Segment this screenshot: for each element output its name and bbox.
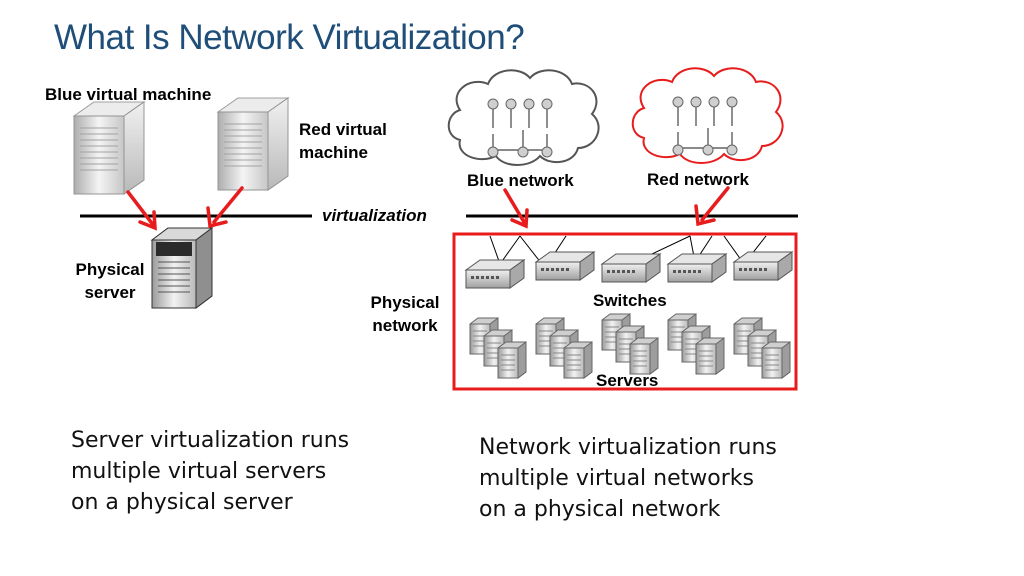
servers-label: Servers [596,371,659,390]
page-title: What Is Network Virtualization? [54,18,525,57]
red-virtual-machine-icon [217,97,289,191]
network-virtualization-caption: Network virtualization runs multiple vir… [479,435,777,522]
switches-label: Switches [593,291,667,310]
physical-server-label: Physical server [75,260,145,302]
red-vm-label: Red virtual machine [299,120,387,162]
physical-network-label: Physical network [370,293,440,335]
physical-server-icon [151,227,213,309]
red-network-label: Red network [647,170,750,189]
network-switch-icon [465,251,793,289]
virtualization-label: virtualization [322,206,427,225]
red-arrow-icon [126,186,730,231]
physical-network-box [452,232,798,391]
blue-network-cloud-icon [447,69,600,166]
blue-virtual-machine-icon [73,101,145,195]
blue-network-label: Blue network [467,171,574,190]
red-network-cloud-icon [631,67,784,164]
server-virtualization-caption: Server virtualization runs multiple virt… [71,428,350,515]
blue-vm-label: Blue virtual machine [45,85,212,104]
